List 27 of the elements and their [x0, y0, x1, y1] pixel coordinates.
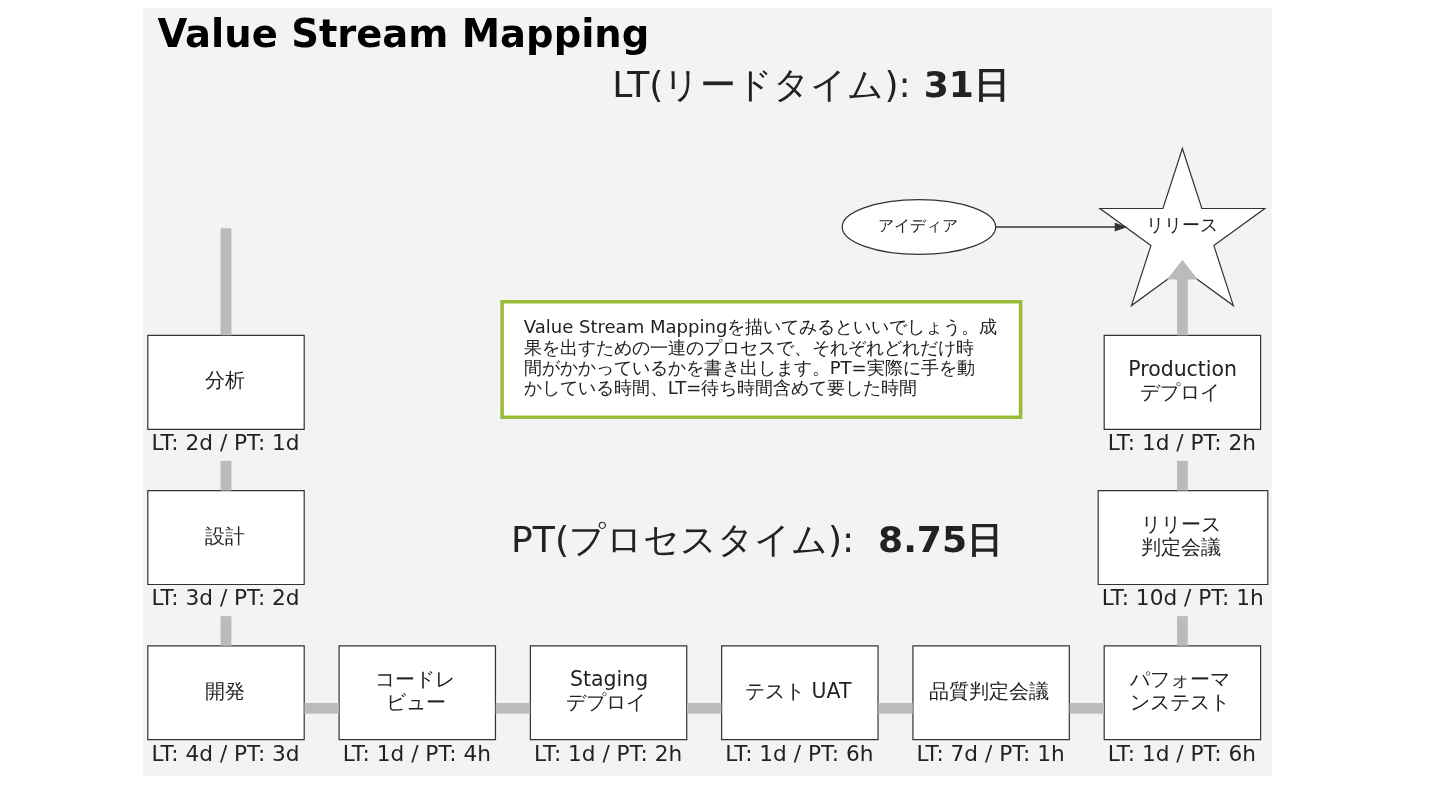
connector — [686, 703, 721, 714]
label: PT(プロセスタイム): 8.75日 — [510, 519, 1003, 562]
connector — [220, 228, 231, 336]
connector — [220, 616, 231, 646]
node-label: LT: 7d / PT: 1h — [916, 740, 1065, 766]
node-label: LT: 1d / PT: 4h — [342, 740, 491, 766]
connector — [303, 703, 339, 714]
node-box: Value Stream Mappingを描いてみるといいでしょう。成果を出すための一連のプロセスで、それぞれどれだけ時間がかかっているかを書き出します。PT=実際に手を動かしている時間、LT=待ち時間含めて要した時間 — [499, 299, 1022, 420]
connector — [1069, 703, 1104, 714]
diagram-title: Value Stream Mapping — [156, 11, 649, 57]
node-label: LT: 1d / PT: 2h — [533, 740, 682, 766]
arrow — [994, 222, 1127, 232]
node-label: LT: 1d / PT: 6h — [1107, 740, 1256, 766]
connector — [877, 703, 913, 714]
node-label: LT: 4d / PT: 3d — [150, 740, 300, 766]
arrow — [1166, 259, 1198, 336]
connector — [1176, 460, 1188, 491]
connector — [495, 703, 530, 714]
connector — [1176, 616, 1188, 646]
node-ellipse: アイディア — [841, 199, 996, 255]
node-label: LT: 1d / PT: 2h — [1107, 430, 1256, 456]
node-label: LT: 3d / PT: 2d — [150, 585, 300, 611]
node-label: LT: 2d / PT: 1d — [150, 430, 300, 456]
node-label: LT: 10d / PT: 1h — [1101, 585, 1264, 611]
node-label: LT: 1d / PT: 6h — [724, 740, 873, 766]
connector — [220, 460, 231, 491]
label: LT(リードタイム): 31日 — [611, 64, 1010, 107]
